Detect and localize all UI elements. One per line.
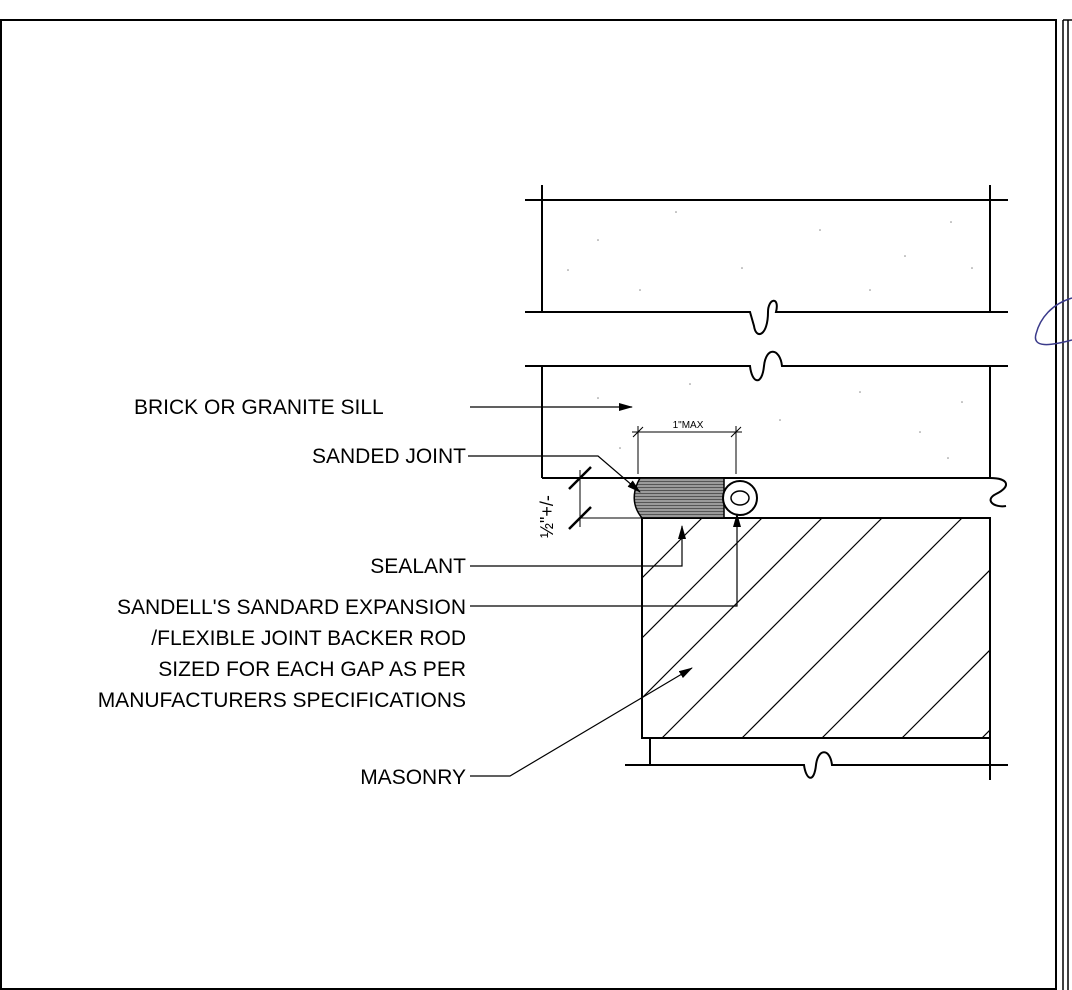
sheet-border [0,19,1072,990]
backer-rod-label-3: SIZED FOR EACH GAP AS PER [158,658,466,681]
upper-block [525,185,1008,336]
sanded-joint-label: SANDED JOINT [312,445,466,468]
sealant-label: SEALANT [370,555,466,578]
gap-dimension [568,466,642,530]
masonry-block [625,517,1008,780]
max-width-dimension [632,426,742,474]
sealant [633,477,725,519]
stipple-upper [567,211,973,291]
masonry-hatch [642,518,990,738]
sealant-leader [470,525,686,567]
backer-rod-leader [470,513,741,607]
masonry-label: MASONRY [360,766,466,789]
backer-rod-label-2: /FLEXIBLE JOINT BACKER ROD [151,627,466,650]
stipple-sill [597,383,963,459]
backer-rod [722,480,758,516]
max-width-label: 1"MAX [673,420,704,431]
sill-label: BRICK OR GRANITE SILL [134,396,384,419]
sill-block [525,350,1008,508]
backer-rod-label-4: MANUFACTURERS SPECIFICATIONS [98,689,466,712]
hand-mark [1034,297,1072,346]
leaders [468,403,741,777]
sanded-joint-leader [468,455,641,493]
gap-label: ½"+/- [537,495,557,538]
masonry-leader [470,667,693,777]
backer-rod-label-1: SANDELL'S SANDARD EXPANSION [117,596,466,619]
